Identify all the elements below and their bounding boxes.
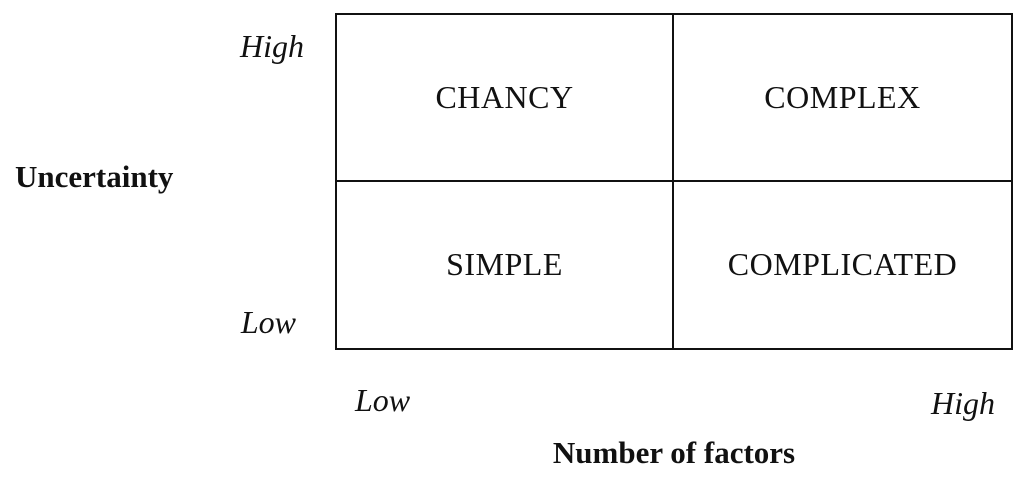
y-axis-high-tick-label: High — [240, 28, 304, 64]
x-axis-title: Number of factors — [552, 435, 796, 470]
y-axis-low-tick-label: Low — [240, 304, 296, 340]
x-axis-high-tick-label: High — [931, 385, 995, 421]
quadrant-top-right: COMPLEX — [674, 15, 1011, 182]
quadrant-label-chancy: CHANCY — [435, 78, 574, 115]
x-axis-low-tick-label: Low — [355, 382, 411, 418]
quadrant-bottom-left: SIMPLE — [337, 181, 674, 348]
quadrant-bottom-right: COMPLICATED — [674, 182, 1011, 349]
quadrant-label-simple: SIMPLE — [446, 246, 563, 283]
quadrant-label-complicated: COMPLICATED — [727, 246, 958, 283]
quadrant-label-complex: COMPLEX — [764, 78, 921, 115]
matrix-grid: CHANCY COMPLEX SIMPLE COMPLICATED — [335, 13, 1013, 350]
quadrant-top-left: CHANCY — [337, 15, 674, 182]
y-axis-title: Uncertainty — [15, 159, 174, 194]
